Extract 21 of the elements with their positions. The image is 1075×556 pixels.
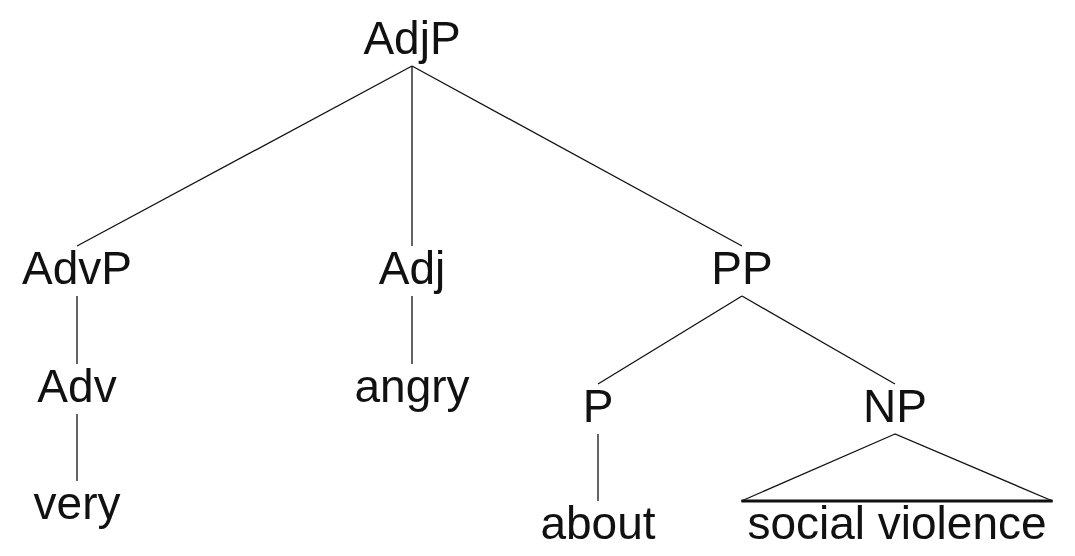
tree-branch	[76, 65, 413, 247]
tree-branch	[76, 295, 78, 365]
triangle-branch	[740, 433, 1054, 502]
tree-branch	[411, 65, 743, 247]
tree-branch	[76, 413, 78, 482]
tree-node-label: NP	[863, 382, 927, 430]
tree-node-label: very	[33, 479, 121, 527]
tree-node-label: social violence	[747, 499, 1047, 547]
tree-node-label: about	[540, 499, 656, 547]
tree-node-label: AdjP	[363, 14, 461, 62]
tree-branch	[741, 295, 896, 385]
tree-node-label: Adv	[37, 362, 117, 410]
tree-branch	[411, 65, 413, 247]
tree-branch	[597, 295, 743, 385]
tree-node-label: PP	[711, 244, 773, 292]
tree-node-label: P	[582, 382, 614, 430]
tree-node-label: Adj	[378, 244, 446, 292]
tree-node-label: angry	[354, 362, 470, 410]
tree-node-label: AdvP	[22, 244, 132, 292]
tree-branch	[597, 433, 599, 502]
tree-branch	[411, 295, 413, 365]
